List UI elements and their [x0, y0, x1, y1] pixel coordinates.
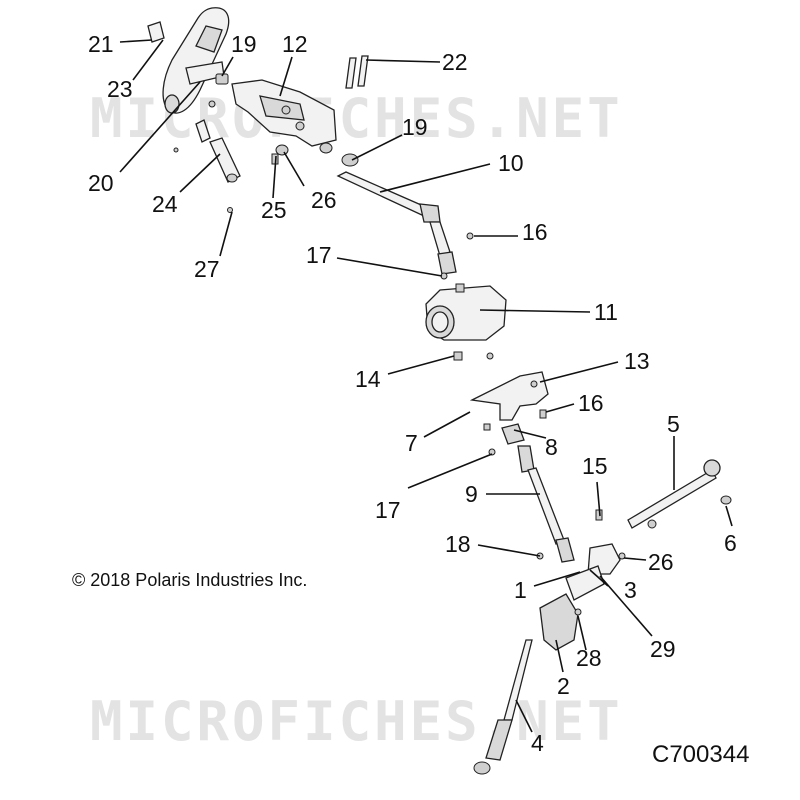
- tie-rod-right: [595, 459, 721, 529]
- bolt-14: [453, 351, 463, 361]
- callout-8: 8: [545, 434, 558, 460]
- bracket-8: [483, 409, 547, 456]
- power-steering-unit: [425, 283, 507, 360]
- watermark-bottom: MICROFICHES.NET: [90, 690, 623, 753]
- intermediate-shaft: [336, 171, 474, 280]
- nut: [215, 73, 229, 85]
- leader-lines: [119, 39, 733, 733]
- callout-18: 18: [445, 531, 471, 557]
- callout-27: 27: [194, 256, 220, 282]
- callout-17-lower: 17: [375, 497, 401, 523]
- callout-4: 4: [531, 730, 544, 756]
- lower-shaft: [517, 445, 575, 563]
- column-bracket: [231, 79, 337, 154]
- steering-rack: [536, 543, 626, 651]
- gas-spring: [195, 119, 241, 183]
- callout-6: 6: [724, 530, 737, 556]
- callout-3: 3: [624, 577, 637, 603]
- callout-15: 15: [582, 453, 608, 479]
- callout-21: 21: [88, 31, 114, 57]
- callout-28: 28: [576, 645, 602, 671]
- pins: [345, 55, 369, 89]
- callout-26-lower: 26: [648, 549, 674, 575]
- callout-5: 5: [667, 411, 680, 437]
- callout-16-lower: 16: [578, 390, 604, 416]
- callout-14: 14: [355, 366, 381, 392]
- callout-12: 12: [282, 31, 308, 57]
- callout-10: 10: [498, 150, 524, 176]
- tie-rod-left: [473, 639, 533, 775]
- mounting-bracket: [469, 371, 549, 421]
- callout-20: 20: [88, 170, 114, 196]
- callout-25: 25: [261, 197, 287, 223]
- steering-wheel: [162, 7, 230, 114]
- callout-24: 24: [152, 191, 178, 217]
- callout-22: 22: [442, 49, 468, 75]
- steering-cap: [147, 21, 165, 43]
- callout-1: 1: [514, 577, 527, 603]
- callout-19-lower: 19: [402, 114, 428, 140]
- callout-29: 29: [650, 636, 676, 662]
- callout-13: 13: [624, 348, 650, 374]
- callout-11: 11: [594, 299, 618, 325]
- callout-26-upper: 26: [311, 187, 337, 213]
- drawing-code: C700344: [652, 741, 749, 768]
- callout-23: 23: [107, 76, 133, 102]
- callout-9: 9: [465, 481, 478, 507]
- callout-2: 2: [557, 673, 570, 699]
- callout-16-upper: 16: [522, 219, 548, 245]
- copyright-notice: © 2018 Polaris Industries Inc.: [72, 570, 307, 590]
- callout-7: 7: [405, 430, 418, 456]
- callout-19-upper: 19: [231, 31, 257, 57]
- nut-6: [720, 495, 732, 505]
- callout-17-upper: 17: [306, 242, 332, 268]
